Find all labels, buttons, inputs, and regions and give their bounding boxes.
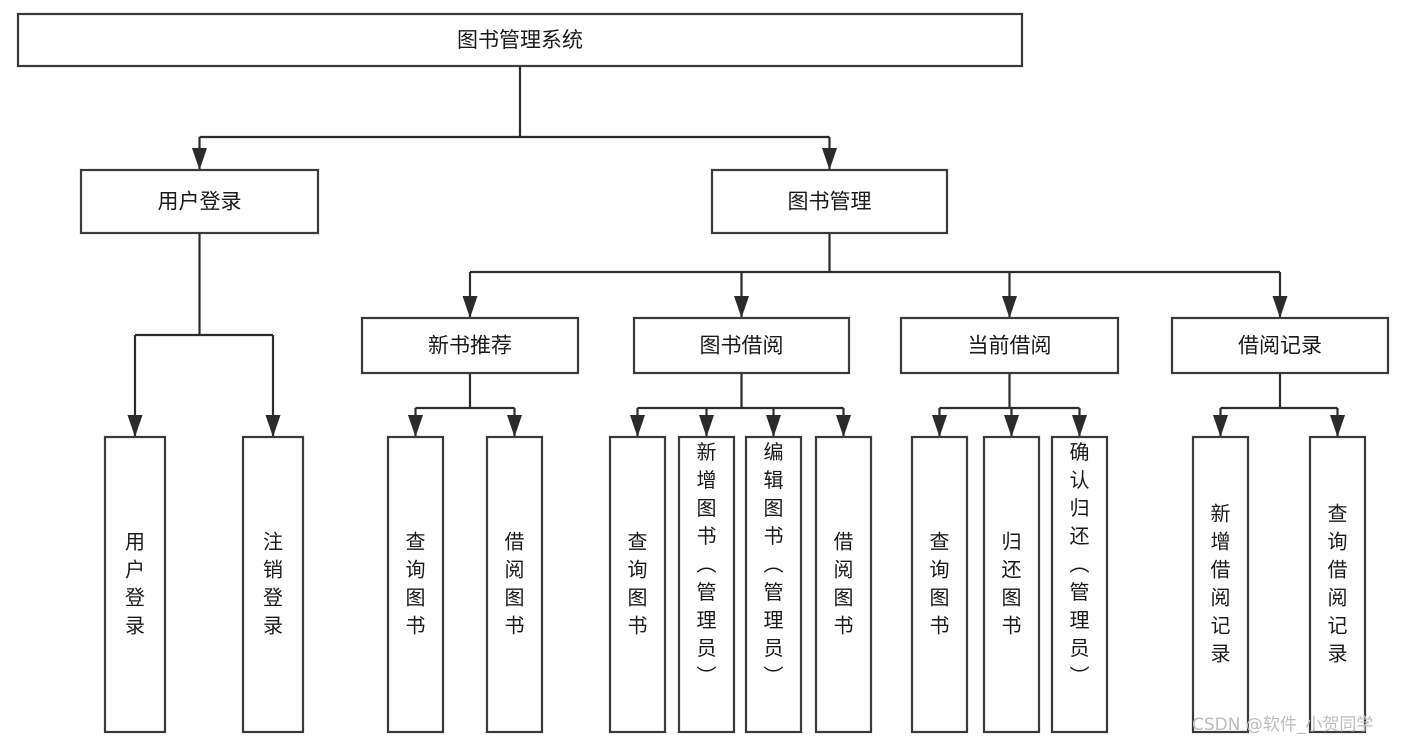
node-leaf-11[interactable]: 新增借阅记录 [1191,435,1250,734]
node-level2-0-label: 用户登录 [158,190,242,214]
branch-book-mgmt-arrow-0 [462,296,478,318]
branch-book-mgmt-arrow-1 [734,296,749,318]
node-root-box[interactable] [16,12,1024,68]
branch-root-arrow-0 [192,148,207,170]
node-leaf-7-box[interactable] [814,435,873,734]
connector-lines [127,66,1345,437]
node-leaf-2-box[interactable] [386,435,445,734]
node-leaf-0[interactable]: 用户登录 [103,435,167,734]
node-leaf-9-box[interactable] [982,435,1041,734]
node-leaf-12[interactable]: 查询借阅记录 [1308,435,1367,734]
node-leaf-6[interactable]: 编辑图书︵管理员︶ [744,435,803,734]
node-leaf-11-box[interactable] [1191,435,1250,734]
branch-root-arrow-1 [822,148,837,170]
node-leaf-3[interactable]: 借阅图书 [485,435,544,734]
node-leaf-1-label: 注销登录 [263,530,283,638]
node-level3-3[interactable]: 借阅记录 [1170,316,1390,375]
branch-user-login-arrow-1 [265,415,281,437]
node-level3-2[interactable]: 当前借阅 [899,316,1120,375]
node-leaf-1-box[interactable] [241,435,305,734]
node-leaf-1[interactable]: 注销登录 [241,435,305,734]
node-leaf-4[interactable]: 查询图书 [608,435,667,734]
node-level2-0[interactable]: 用户登录 [79,168,320,235]
node-leaf-8-label: 查询图书 [930,530,950,638]
node-leaf-10[interactable]: 确认归还︵管理员︶ [1050,435,1109,734]
node-level2-0-box[interactable] [79,168,320,235]
node-root-label: 图书管理系统 [457,28,583,52]
node-level3-0-label: 新书推荐 [428,334,512,358]
node-leaf-11-label: 新增借阅记录 [1211,502,1231,666]
node-leaf-10-box[interactable] [1050,435,1109,734]
node-leaf-0-label: 用户登录 [125,530,145,638]
node-level3-1-box[interactable] [632,316,851,375]
node-leaf-3-label: 借阅图书 [505,530,525,638]
node-leaf-8-box[interactable] [910,435,969,734]
branch-1-arrow-1 [699,415,714,437]
node-leaf-12-label: 查询借阅记录 [1328,502,1348,666]
branch-2-arrow-0 [932,415,947,437]
node-leaf-7-label: 借阅图书 [834,530,854,638]
node-leaf-2[interactable]: 查询图书 [386,435,445,734]
branch-0-arrow-0 [408,415,423,437]
node-leaf-4-box[interactable] [608,435,667,734]
branch-2-arrow-2 [1072,415,1087,437]
node-leaf-3-box[interactable] [485,435,544,734]
node-leaf-10-label: 确认归还︵管理员︶ [1070,440,1090,688]
node-leaf-2-label: 查询图书 [406,530,426,638]
branch-user-login-arrow-0 [127,415,143,437]
node-leaf-9[interactable]: 归还图书 [982,435,1041,734]
node-level2-1[interactable]: 图书管理 [710,168,949,235]
node-leaf-5-box[interactable] [677,435,736,734]
node-level3-1-label: 图书借阅 [700,334,784,358]
node-level3-3-label: 借阅记录 [1238,334,1322,358]
node-leaf-5[interactable]: 新增图书︵管理员︶ [677,435,736,734]
branch-book-mgmt-arrow-3 [1272,296,1288,318]
node-level2-1-label: 图书管理 [788,190,872,214]
node-leaf-6-label: 编辑图书︵管理员︶ [764,440,784,688]
node-level3-3-box[interactable] [1170,316,1390,375]
node-leaf-0-box[interactable] [103,435,167,734]
csdn-watermark: CSDN @软件_小贺同学 [1192,715,1373,735]
node-leaf-9-label: 归还图书 [1002,530,1022,638]
node-level2-1-box[interactable] [710,168,949,235]
node-root[interactable]: 图书管理系统 [16,12,1024,68]
node-level3-0[interactable]: 新书推荐 [360,316,580,375]
branch-1-arrow-3 [836,415,851,437]
node-level3-2-box[interactable] [899,316,1120,375]
node-level3-2-label: 当前借阅 [968,334,1052,358]
branch-3-arrow-0 [1213,415,1228,437]
node-level3-0-box[interactable] [360,316,580,375]
node-leaf-12-box[interactable] [1308,435,1367,734]
branch-1-arrow-0 [630,415,645,437]
branch-2-arrow-1 [1004,415,1019,437]
branch-book-mgmt-arrow-2 [1002,296,1017,318]
node-boxes: 图书管理系统用户登录图书管理新书推荐图书借阅当前借阅借阅记录用户登录注销登录查询… [16,12,1390,734]
node-leaf-6-box[interactable] [744,435,803,734]
node-leaf-8[interactable]: 查询图书 [910,435,969,734]
branch-1-arrow-2 [766,415,781,437]
branch-3-arrow-1 [1330,415,1345,437]
branch-0-arrow-1 [507,415,522,437]
node-level3-1[interactable]: 图书借阅 [632,316,851,375]
node-leaf-5-label: 新增图书︵管理员︶ [697,440,717,688]
node-leaf-7[interactable]: 借阅图书 [814,435,873,734]
node-leaf-4-label: 查询图书 [628,530,648,638]
